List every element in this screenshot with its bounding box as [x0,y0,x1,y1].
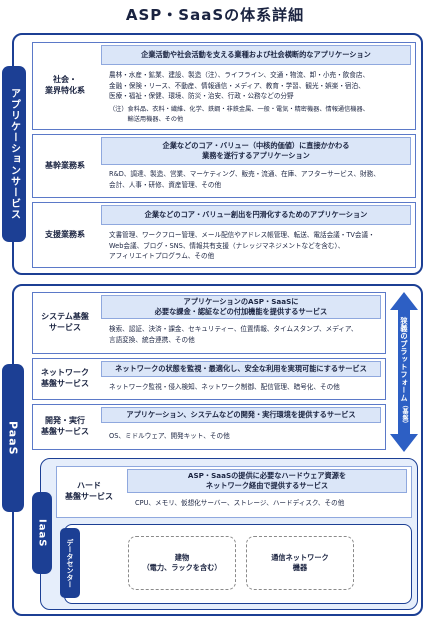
app-row-social-industry: 社会・ 業界特化系 企業活動や社会活動を支える業種および社会横断的なアプリケーシ… [32,42,416,130]
paas-row-dev-exec: 開発・実行 基盤サービス アプリケーション、システムなどの開発・実行環境を提供す… [32,404,386,450]
platform-double-arrow: 狭義のプラットフォーム（基盤） [390,292,418,452]
building-box: 建物 （電力、ラックを含む） [128,536,236,590]
desc-line: OS、ミドルウェア、開発キット、その他 [109,432,230,440]
desc-line: アフィリエイトプログラム、その他 [109,252,215,261]
desc-line: R&D、調達、製造、営業、マーケティング、販売・流通、在庫、アフターサービス、財… [109,170,380,178]
paas-row-header: アプリケーションのASP・SaaSに 必要な課金・認証などの付加機能を提供するサ… [101,295,381,319]
paas-row-label: システム基盤 サービス [41,312,89,332]
paas-row-description: ネットワーク監視・侵入検知、ネットワーク制御、配信管理、暗号化、その他 [109,382,381,393]
iaas-row-description: CPU、メモリ、仮想化サーバー、ストレージ、ハードディスク、その他 [135,498,407,509]
app-row-label: 社会・ 業界特化系 [45,75,85,95]
app-row-label: 基幹業務系 [45,160,85,170]
network-equipment-box: 通信ネットワーク 機器 [246,536,354,590]
paas-row-header: ネットワークの状態を監視・最適化し、安全な利用を実現可能にするサービス [101,361,381,377]
iaas-label: IaaS [32,492,52,574]
paas-row-network: ネットワーク 基盤サービス ネットワークの状態を監視・最適化し、安全な利用を実現… [32,358,386,400]
paas-label: PaaS [2,364,24,512]
app-row-label: 支援業務系 [45,229,85,239]
app-row-header: 企業などのコア・バリュー（中核的価値）に直接かかわる 業務を遂行するアプリケーシ… [101,137,411,165]
paas-row-label: 開発・実行 基盤サービス [41,416,89,436]
desc-line: CPU、メモリ、仮想化サーバー、ストレージ、ハードディスク、その他 [135,499,345,507]
platform-arrow-label: 狭義のプラットフォーム [400,316,409,402]
application-services-label: アプリケーションサービス [2,66,26,242]
desc-line: ネットワーク監視・侵入検知、ネットワーク制御、配信管理、暗号化、その他 [109,383,340,391]
iaas-row-header: ASP・SaaSの提供に必要なハードウェア資源を ネットワーク経由で提供するサー… [127,469,407,493]
desc-line: 医療・福祉・保健、環境、防災・治安、行政・公務などの分野 [109,92,294,101]
desc-line: 文書管理、ワークフロー管理、メール配信やアドレス帳管理、転送、電話会議・TV会議… [109,231,375,239]
diagram-title: ASP・SaaSの体系詳細 [125,6,305,24]
iaas-row-label: ハード 基盤サービス [65,481,113,501]
note-line: （注）食料品、衣料・繊維、化学、鉄鋼・非鉄金属、一般・電気・精密機器、情報通信機… [109,105,369,113]
desc-line: 検索、認証、決済・課金、セキュリティー、位置情報、タイムスタンプ、メディア、 [109,325,358,333]
datacenter-label: データセンター [60,528,80,598]
app-row-header: 企業活動や社会活動を支える業種および社会横断的なアプリケーション [101,45,411,65]
double-arrow-icon [390,292,418,452]
desc-line: 金融・保険・リース、不動産、情報通信・メディア、教育・学習、観光・娯楽・宿泊、 [109,81,365,90]
app-row-description: R&D、調達、製造、営業、マーケティング、販売・流通、在庫、アフターサービス、財… [109,169,411,190]
app-row-description: 文書管理、ワークフロー管理、メール配信やアドレス帳管理、転送、電話会議・TV会議… [109,230,411,262]
datacenter-label-text: データセンター [66,538,74,588]
desc-line: 会計、人事・研修、資産管理、その他 [109,180,222,189]
desc-line: Web会議、ブログ・SNS、情報共有支援（ナレッジマネジメントなどを含む）、 [109,241,345,250]
desc-line: 言語変換、統合連携、その他 [109,335,195,344]
iaas-row-hardware: ハード 基盤サービス ASP・SaaSの提供に必要なハードウェア資源を ネットワ… [56,466,412,518]
note-line: 輸送用機器、その他 [109,115,184,123]
datacenter-panel [64,524,412,604]
application-services-label-text: アプリケーションサービス [8,88,20,220]
paas-label-text: PaaS [6,420,20,456]
paas-row-label: ネットワーク 基盤サービス [41,368,89,388]
platform-arrow-sublabel: （基盤） [401,401,408,428]
paas-row-header: アプリケーション、システムなどの開発・実行環境を提供するサービス [101,407,381,423]
app-row-support-business: 支援業務系 企業などのコア・バリュー創出を円滑化するためのアプリケーション 文書… [32,202,416,268]
paas-row-system: システム基盤 サービス アプリケーションのASP・SaaSに 必要な課金・認証な… [32,292,386,354]
app-row-description: 農林・水産・鉱業、建設、製造（注）、ライフライン、交通・物流、卸・小売・飲食店、… [109,70,411,124]
app-row-core-business: 基幹業務系 企業などのコア・バリュー（中核的価値）に直接かかわる 業務を遂行する… [32,134,416,198]
app-row-header: 企業などのコア・バリュー創出を円滑化するためのアプリケーション [101,205,411,225]
paas-row-description: OS、ミドルウェア、開発キット、その他 [109,431,381,442]
desc-line: 農林・水産・鉱業、建設、製造（注）、ライフライン、交通・物流、卸・小売・飲食店、 [109,71,370,79]
paas-row-description: 検索、認証、決済・課金、セキュリティー、位置情報、タイムスタンプ、メディア、 言… [109,324,381,345]
iaas-label-text: IaaS [36,518,48,548]
